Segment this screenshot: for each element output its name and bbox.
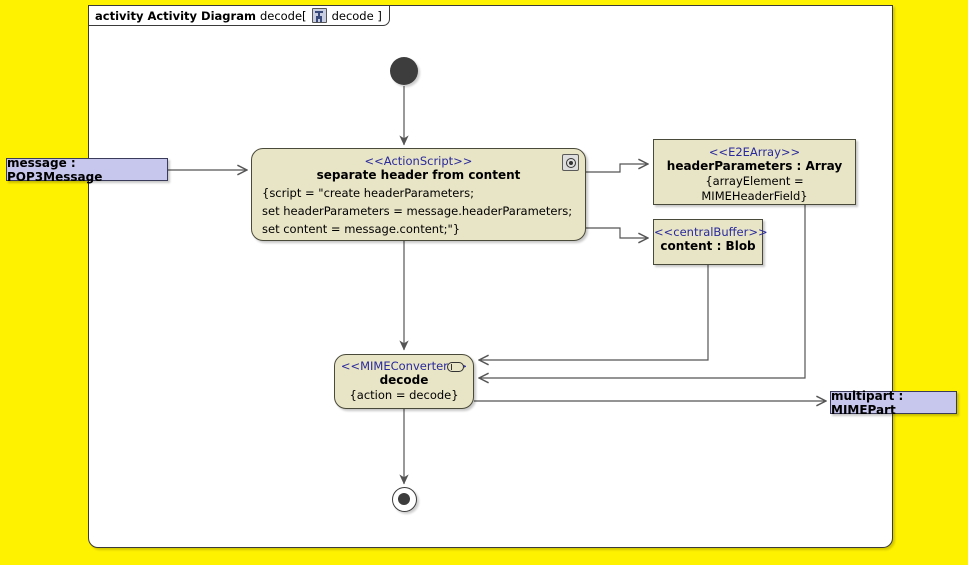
activity-diagram-icon: [311, 8, 327, 23]
frame-label-name: decode[: [259, 8, 307, 23]
buffer-stereotype: <<centralBuffer>>: [654, 225, 768, 239]
script-gear-icon[interactable]: [562, 154, 579, 171]
action-script-line-2: set headerParameters = message.headerPar…: [262, 204, 573, 218]
frame-label-close: decode ]: [331, 8, 382, 23]
decode-name: decode: [379, 373, 429, 387]
action-script-line-1: {script = "create headerParameters;: [262, 186, 474, 200]
frame-label-keyword: activity Activity Diagram: [95, 8, 256, 23]
pill-icon[interactable]: [447, 362, 464, 372]
array-body: {arrayElement = MIMEHeaderField}: [701, 174, 808, 203]
output-pin-multipart[interactable]: multipart : MIMEPart: [830, 389, 957, 417]
object-node-header-parameters[interactable]: <<E2EArray>> headerParameters : Array {a…: [653, 139, 856, 205]
frame-label: activity Activity Diagram decode[ decode…: [88, 5, 390, 26]
central-buffer-node-content[interactable]: <<centralBuffer>> content : Blob: [653, 219, 768, 265]
input-pin-message[interactable]: message : POP3Message: [6, 156, 168, 184]
buffer-name: content : Blob: [660, 239, 756, 253]
action-node-decode[interactable]: <<MIMEConverter>> decode {action = decod…: [334, 354, 474, 409]
activity-frame: [88, 5, 893, 548]
array-stereotype: <<E2EArray>>: [708, 145, 801, 159]
decode-stereotype: <<MIMEConverter>>: [340, 359, 468, 373]
initial-node[interactable]: [390, 57, 418, 85]
decode-body: {action = decode}: [349, 388, 459, 402]
array-name: headerParameters : Array: [666, 159, 843, 173]
activity-final-node[interactable]: [392, 487, 417, 512]
action-node-separate-header[interactable]: <<ActionScript>> separate header from co…: [251, 148, 586, 241]
action-name: separate header from content: [316, 168, 521, 182]
action-script-line-3: set content = message.content;"}: [262, 222, 461, 236]
action-stereotype: <<ActionScript>>: [364, 154, 473, 168]
